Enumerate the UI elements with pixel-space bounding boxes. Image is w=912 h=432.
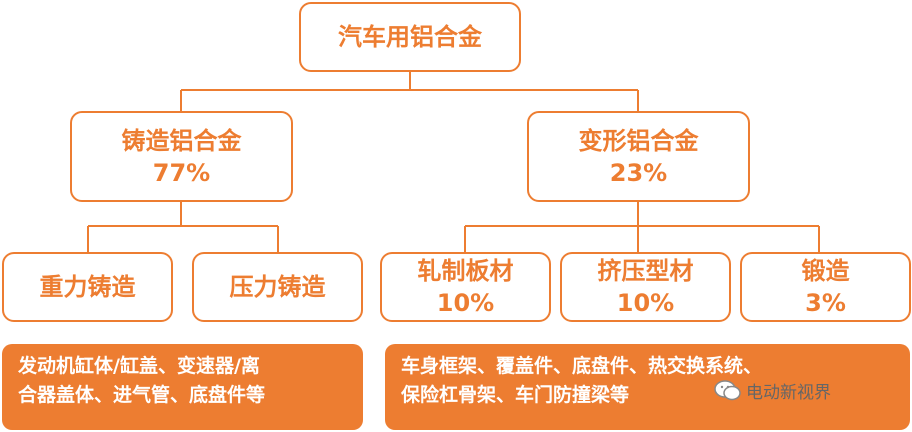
extruded-profile-label: 挤压型材	[597, 257, 694, 285]
cast-applications: 发动机缸体/缸盖、变速器/离 合器盖体、进气管、底盘件等	[2, 344, 363, 430]
pressure-casting-node: 压力铸造	[192, 252, 363, 322]
cast-alloy-label: 铸造铝合金	[121, 126, 242, 155]
rolled-sheet-share: 10%	[436, 289, 495, 317]
rolled-sheet-node: 轧制板材 10%	[380, 252, 551, 322]
wrought-alloy-label: 变形铝合金	[578, 126, 699, 155]
cast-applications-line1: 发动机缸体/缸盖、变速器/离	[18, 355, 260, 377]
wrought-applications-line1: 车身框架、覆盖件、底盘件、热交换系统、	[401, 355, 763, 377]
extruded-profile-share: 10%	[616, 289, 675, 317]
cast-connector	[87, 202, 279, 252]
root-label: 汽车用铝合金	[338, 23, 482, 51]
watermark: 电动新视界	[714, 378, 831, 403]
extruded-profile-node: 挤压型材 10%	[560, 252, 731, 322]
cast-applications-line2: 合器盖体、进气管、底盘件等	[18, 384, 266, 406]
wrought-applications-line2: 保险杠骨架、车门防撞梁等	[401, 384, 630, 406]
wechat-icon	[714, 379, 741, 400]
root-node: 汽车用铝合金	[299, 2, 521, 72]
forging-share: 3%	[805, 289, 846, 317]
wrought-alloy-share: 23%	[609, 158, 668, 187]
pressure-casting-label: 压力铸造	[229, 273, 326, 301]
forging-node: 锻造 3%	[740, 252, 911, 322]
root-connector	[180, 70, 639, 111]
gravity-casting-node: 重力铸造	[2, 252, 173, 322]
cast-alloy-share: 77%	[152, 158, 211, 187]
wrought-connector	[464, 202, 820, 252]
wrought-applications: 车身框架、覆盖件、底盘件、热交换系统、 保险杠骨架、车门防撞梁等	[385, 344, 910, 430]
rolled-sheet-label: 轧制板材	[417, 257, 514, 285]
cast-alloy-node: 铸造铝合金 77%	[70, 111, 293, 202]
wrought-alloy-node: 变形铝合金 23%	[527, 111, 750, 202]
forging-label: 锻造	[801, 257, 850, 285]
gravity-casting-label: 重力铸造	[39, 273, 136, 301]
watermark-text: 电动新视界	[746, 383, 831, 403]
